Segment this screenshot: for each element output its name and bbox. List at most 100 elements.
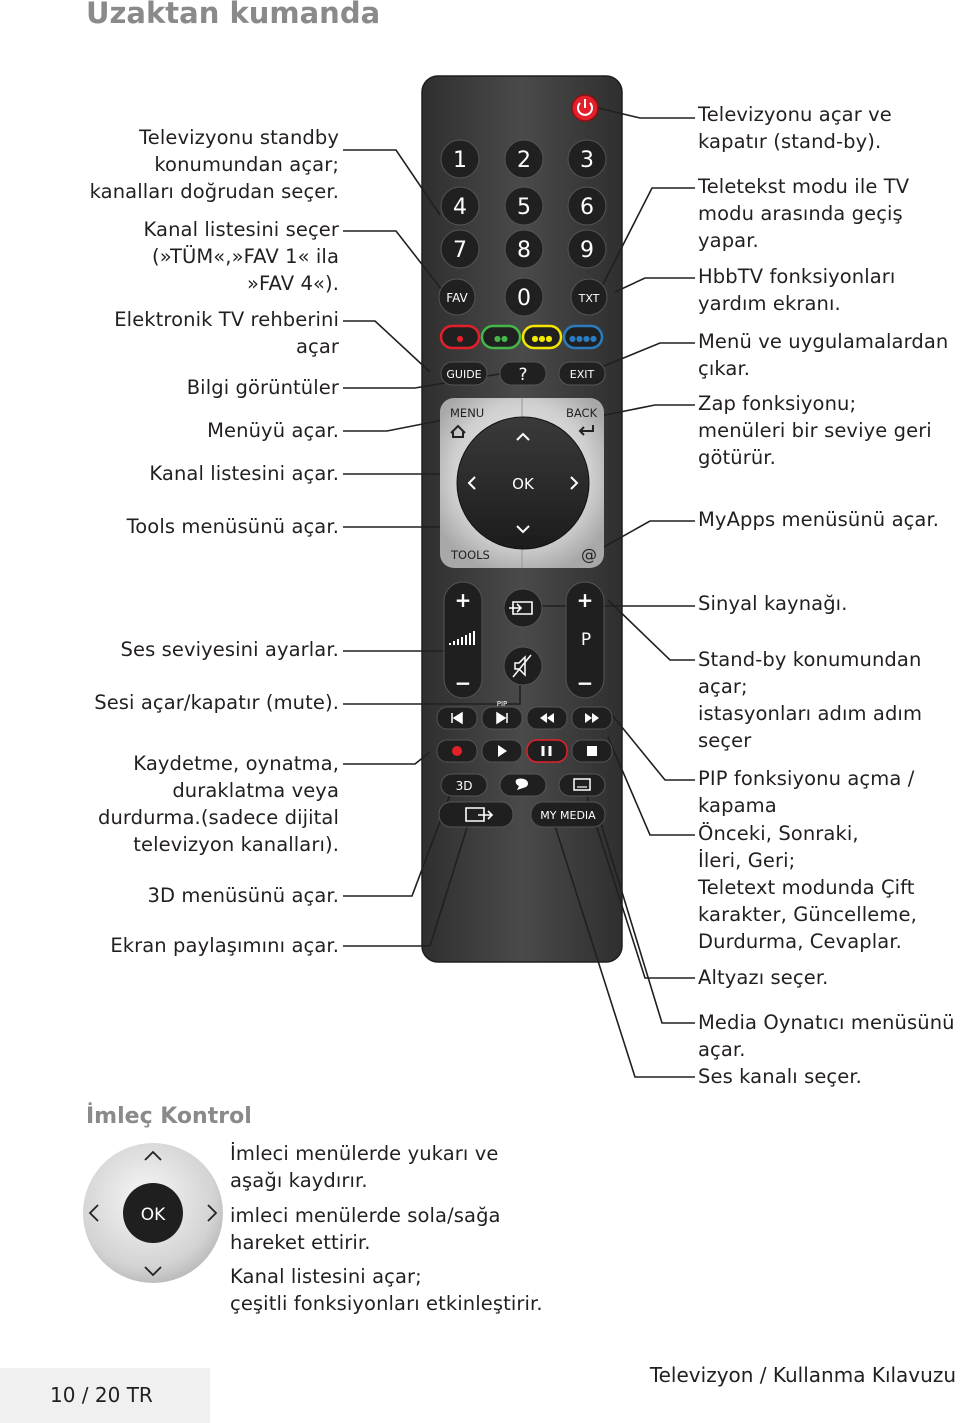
power-icon xyxy=(577,102,593,116)
digit-8-button[interactable] xyxy=(504,229,544,269)
program-p-label: P xyxy=(581,630,591,650)
annotation-line: Kanal listesini açar; xyxy=(230,1265,422,1288)
right-annotation: Sinyal kaynağı. xyxy=(698,590,848,617)
digit-4-button[interactable] xyxy=(440,186,480,226)
annotation-line: yardım ekranı. xyxy=(698,292,841,315)
screen-share-button xyxy=(438,801,514,828)
info-label: ? xyxy=(518,365,527,385)
txt-label: TXT xyxy=(578,292,600,305)
annotation-line: Durdurma, Cevaplar. xyxy=(698,930,902,953)
fav-label: FAV xyxy=(446,291,468,305)
guide-button xyxy=(440,361,488,386)
right-annotation: PIP fonksiyonu açma /kapama xyxy=(698,765,914,819)
rewind-icon xyxy=(540,713,554,723)
annotation-line: (»TÜM«,»FAV 1« ila xyxy=(152,245,339,268)
green-key[interactable] xyxy=(480,324,522,350)
cursor-description: Kanal listesini açar;çeşitli fonksiyonla… xyxy=(230,1263,543,1317)
program-plus-label: + xyxy=(577,588,594,612)
yellow-key[interactable] xyxy=(521,324,563,350)
annotation-line: açar xyxy=(295,335,339,358)
exit-label: EXIT xyxy=(570,368,595,381)
left-annotation: Ses seviyesini ayarlar. xyxy=(121,636,340,663)
digit-8-label: 8 xyxy=(517,238,531,263)
my-media-label: MY MEDIA xyxy=(540,809,596,822)
annotation-line: seçer xyxy=(698,729,752,752)
annotation-line: »FAV 4«). xyxy=(246,272,339,295)
exit-button xyxy=(558,361,606,386)
volume-minus-label: − xyxy=(455,671,472,695)
annotation-line: Ses kanalı seçer. xyxy=(698,1065,862,1088)
ok-label: OK xyxy=(512,475,535,493)
volume-plus-label: + xyxy=(455,588,472,612)
annotation-line: Ses seviyesini ayarlar. xyxy=(120,638,339,661)
digit-9-button[interactable] xyxy=(567,229,607,269)
annotation-line: Kanal listesini seçer xyxy=(143,218,339,241)
digit-1-button[interactable] xyxy=(440,139,480,179)
nav-ring xyxy=(456,416,590,550)
right-annotation: Altyazı seçer. xyxy=(698,964,828,991)
record-icon xyxy=(452,746,462,756)
info-button xyxy=(499,361,547,386)
digit-6-label: 6 xyxy=(580,195,594,220)
red-key[interactable] xyxy=(439,324,481,350)
volume-bars-icon xyxy=(449,631,475,645)
digit-6-button[interactable] xyxy=(567,186,607,226)
subtitle-icon xyxy=(515,778,529,790)
annotation-line: Elektronik TV rehberini xyxy=(114,308,339,331)
annotation-line: Ekran paylaşımını açar. xyxy=(110,934,339,957)
annotation-line: karakter, Güncelleme, xyxy=(698,903,917,926)
annotation-line: 3D menüsünü açar. xyxy=(147,884,339,907)
left-annotation: Menüyü açar. xyxy=(207,417,339,444)
left-annotation: Tools menüsünü açar. xyxy=(127,513,339,540)
previous-icon xyxy=(451,711,463,725)
footer-page-number: 10 / 20 TR xyxy=(50,1383,153,1407)
home-icon xyxy=(450,424,466,438)
yellow-key-dots: ●●● xyxy=(532,334,553,343)
digit-7-button[interactable] xyxy=(440,229,480,269)
digit-3-button[interactable] xyxy=(567,139,607,179)
blue-key[interactable] xyxy=(562,324,604,350)
annotation-line: kanalları doğrudan seçer. xyxy=(89,180,339,203)
cursor-up-icon xyxy=(144,1150,162,1161)
my-media-button xyxy=(530,801,606,828)
right-annotation: HbbTV fonksiyonları yardım ekranı. xyxy=(698,263,895,317)
green-key-dots: ●● xyxy=(494,334,508,343)
annotation-line: çıkar. xyxy=(698,357,751,380)
right-annotation: Önceki, Sonraki,İleri, Geri;Teletext mod… xyxy=(698,820,917,955)
source-icon xyxy=(509,601,533,615)
pip-label: PIP xyxy=(497,700,508,708)
annotation-line: HbbTV fonksiyonları xyxy=(698,265,896,288)
annotation-line: götürür. xyxy=(698,446,776,469)
annotation-line: Menüyü açar. xyxy=(207,419,339,442)
right-annotation: MyApps menüsünü açar. xyxy=(698,506,939,533)
annotation-line: imleci menülerde sola/sağa xyxy=(230,1204,501,1227)
digit-2-label: 2 xyxy=(517,148,531,173)
cursor-ok-label: OK xyxy=(141,1205,166,1225)
cursor-left-icon xyxy=(88,1204,99,1222)
play-icon xyxy=(498,745,507,757)
annotation-line: aşağı kaydırır. xyxy=(230,1169,368,1192)
left-annotation: Kanal listesini seçer (»TÜM«,»FAV 1« ila »… xyxy=(143,216,339,297)
program-minus-label: − xyxy=(577,671,594,695)
annotation-line: durdurma.(sadece dijital xyxy=(97,806,339,829)
annotation-line: yapar. xyxy=(698,229,759,252)
digit-0-button[interactable] xyxy=(504,277,544,317)
at-label: @ xyxy=(581,545,597,564)
left-annotation: Bilgi görüntüler xyxy=(187,374,339,401)
digit-5-button[interactable] xyxy=(504,186,544,226)
cursor-control-title: İmleç Kontrol xyxy=(86,1104,252,1129)
digit-2-button[interactable] xyxy=(504,139,544,179)
annotation-line: PIP fonksiyonu açma / xyxy=(698,767,915,790)
transport-row-1 xyxy=(436,706,613,730)
annotation-line: Televizyonu standby xyxy=(139,126,339,149)
tools-label: TOOLS xyxy=(450,548,490,562)
annotation-line: duraklatma veya xyxy=(172,779,339,802)
mute-icon xyxy=(512,654,532,678)
left-annotation: Ekran paylaşımını açar. xyxy=(110,932,339,959)
